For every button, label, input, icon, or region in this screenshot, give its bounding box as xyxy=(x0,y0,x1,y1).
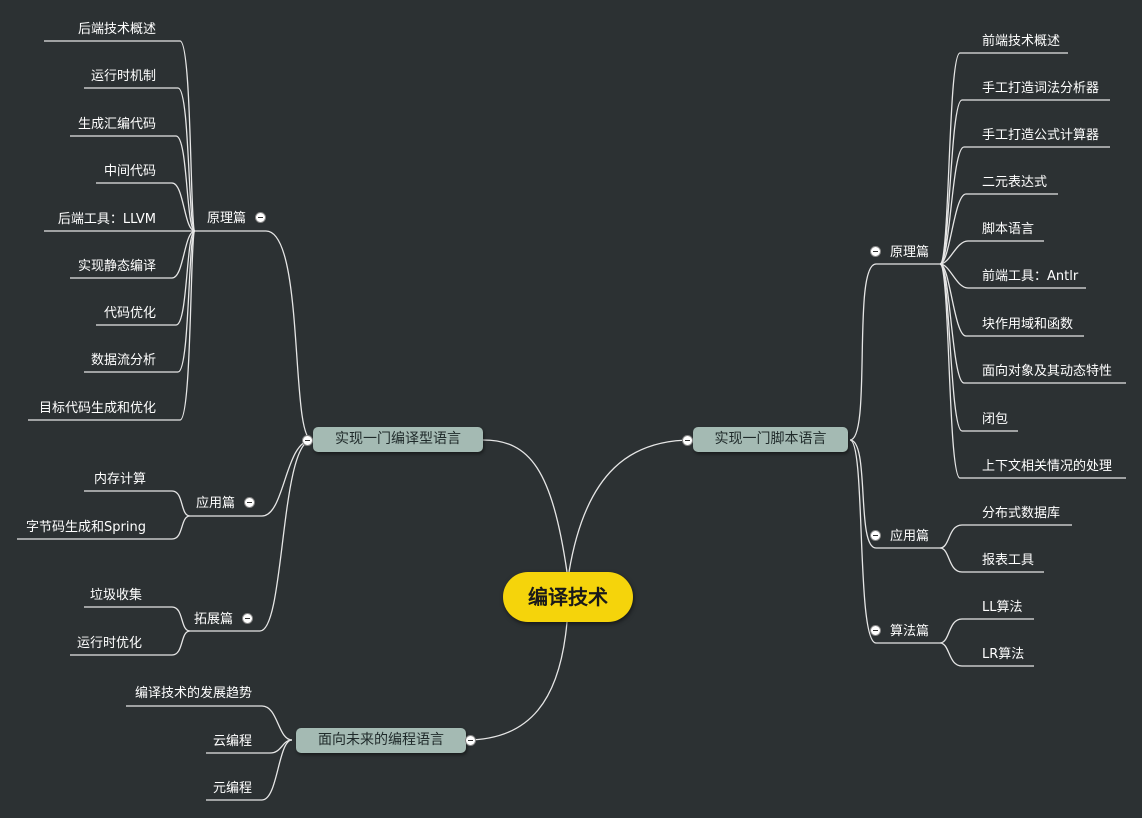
branch-future-language[interactable]: 面向未来的编程语言 xyxy=(296,728,466,753)
subtopic-script-algorithm[interactable]: 算法篇 xyxy=(890,624,930,639)
leaf-item[interactable]: 脚本语言 xyxy=(982,222,1035,237)
leaf-item[interactable]: 数据流分析 xyxy=(90,353,156,368)
subtopic-compiled-principle[interactable]: 原理篇 xyxy=(207,211,247,226)
leaf-item[interactable]: 前端工具：Antlr xyxy=(982,269,1079,284)
leaf-item[interactable]: 二元表达式 xyxy=(982,175,1048,190)
collapse-icon[interactable] xyxy=(242,613,253,624)
leaf-item[interactable]: 目标代码生成和优化 xyxy=(38,401,156,416)
leaf-item[interactable]: 代码优化 xyxy=(103,306,156,321)
leaf-item[interactable]: 后端工具：LLVM xyxy=(57,212,156,227)
collapse-icon[interactable] xyxy=(870,625,881,636)
leaf-item[interactable]: 面向对象及其动态特性 xyxy=(982,364,1113,379)
collapse-icon[interactable] xyxy=(255,212,266,223)
leaf-item[interactable]: LL算法 xyxy=(982,600,1023,615)
branch-script-language[interactable]: 实现一门脚本语言 xyxy=(693,427,848,452)
leaf-item[interactable]: LR算法 xyxy=(982,647,1025,662)
leaf-item[interactable]: 字节码生成和Spring xyxy=(26,520,146,535)
subtopic-script-application[interactable]: 应用篇 xyxy=(890,529,930,544)
leaf-item[interactable]: 运行时机制 xyxy=(90,69,156,84)
leaf-item[interactable]: 内存计算 xyxy=(93,472,146,487)
collapse-icon[interactable] xyxy=(870,530,881,541)
leaf-item[interactable]: 元编程 xyxy=(212,781,252,796)
leaf-item[interactable]: 闭包 xyxy=(982,412,1009,427)
subtopic-compiled-extension[interactable]: 拓展篇 xyxy=(194,612,234,627)
leaf-item[interactable]: 手工打造公式计算器 xyxy=(982,128,1100,143)
collapse-icon[interactable] xyxy=(302,435,313,446)
subtopic-script-principle[interactable]: 原理篇 xyxy=(890,245,930,260)
leaf-item[interactable]: 云编程 xyxy=(212,734,252,749)
leaf-item[interactable]: 分布式数据库 xyxy=(982,506,1061,521)
root-topic[interactable]: 编译技术 xyxy=(503,572,633,622)
leaf-item[interactable]: 实现静态编译 xyxy=(77,259,156,274)
branch-compiled-language[interactable]: 实现一门编译型语言 xyxy=(313,427,483,452)
leaf-item[interactable]: 报表工具 xyxy=(982,553,1035,568)
collapse-icon[interactable] xyxy=(682,435,693,446)
collapse-icon[interactable] xyxy=(870,246,881,257)
collapse-icon[interactable] xyxy=(465,735,476,746)
leaf-item[interactable]: 中间代码 xyxy=(103,164,156,179)
leaf-item[interactable]: 垃圾收集 xyxy=(89,588,142,603)
leaf-item[interactable]: 手工打造词法分析器 xyxy=(982,81,1100,96)
leaf-item[interactable]: 上下文相关情况的处理 xyxy=(982,459,1113,474)
subtopic-compiled-application[interactable]: 应用篇 xyxy=(196,496,236,511)
leaf-item[interactable]: 块作用域和函数 xyxy=(982,317,1074,332)
leaf-item[interactable]: 后端技术概述 xyxy=(77,22,156,37)
leaf-item[interactable]: 编译技术的发展趋势 xyxy=(134,686,252,701)
leaf-item[interactable]: 运行时优化 xyxy=(76,636,142,651)
leaf-item[interactable]: 前端技术概述 xyxy=(982,34,1061,49)
leaf-item[interactable]: 生成汇编代码 xyxy=(77,117,156,132)
collapse-icon[interactable] xyxy=(244,497,255,508)
